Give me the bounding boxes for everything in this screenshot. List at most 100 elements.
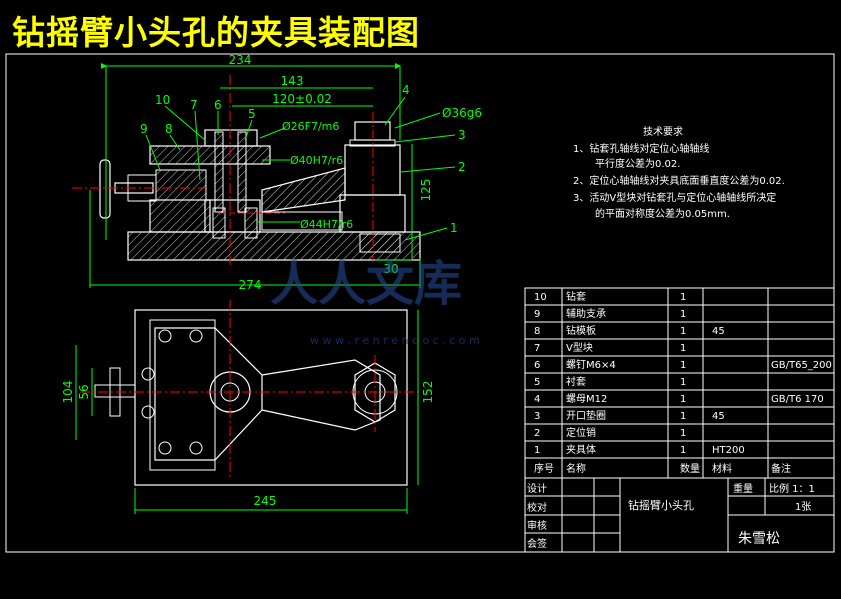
pin-wall-left <box>212 207 226 239</box>
callout-10: 10 <box>155 93 170 107</box>
front-view: 234 143 120±0.02 274 125 30 Ø36g6 Ø26F7/… <box>72 53 482 292</box>
bom-cell-no: 6 <box>534 360 540 371</box>
bom-cell-note: GB/T65_200 <box>771 360 832 371</box>
bom-header-no: 序号 <box>534 462 554 475</box>
watermark-url: w w w . r e n r e n d o c . c o m <box>310 334 480 347</box>
pin-wall-right <box>244 207 258 239</box>
tb-sheet: 1张 <box>795 501 811 513</box>
screw-hole-3 <box>141 367 155 381</box>
tech-line-3: 2、定位心轴轴线对夹具底面垂直度公差为0.02. <box>573 176 785 187</box>
drill-plate-section <box>149 145 271 165</box>
right-base-boss <box>339 194 406 233</box>
dim-120: 120±0.02 <box>272 92 332 106</box>
callout-1: 1 <box>450 221 458 235</box>
bom-cell-qty: 1 <box>680 309 686 320</box>
tb-scale: 比例 1：1 <box>769 482 815 495</box>
locating-pin-housing <box>204 199 261 233</box>
handle-top <box>94 384 136 398</box>
bom-header-material: 材料 <box>712 462 732 475</box>
rocker-arm-top <box>261 359 381 431</box>
dim-152: 152 <box>421 381 435 404</box>
bom-cell-no: 4 <box>534 394 540 405</box>
tech-requirements-heading: 技术要求 <box>643 127 683 138</box>
callout-7: 7 <box>190 98 198 112</box>
tb-design: 设计 <box>527 482 547 495</box>
tb-approve: 会签 <box>527 537 547 550</box>
bom-cell-material: HT200 <box>712 445 745 456</box>
drawing-title: 钻摇臂小头孔的夹具装配图 <box>12 13 420 52</box>
bom-cell-no: 8 <box>534 326 540 337</box>
dim-30: 30 <box>383 262 398 276</box>
leader-7 <box>194 110 201 181</box>
callout-5: 5 <box>248 107 256 121</box>
bom-cell-name: 螺钉M6×4 <box>566 359 616 371</box>
bom-cell-qty: 1 <box>680 394 686 405</box>
bom-cell-no: 1 <box>534 445 540 456</box>
rocker-arm-workpiece <box>261 167 346 213</box>
bom-cell-name: 螺母M12 <box>566 393 607 405</box>
bom-cell-material: 45 <box>712 411 725 422</box>
leader-phi36 <box>394 112 441 129</box>
screw-hole-5 <box>158 441 172 455</box>
bom-cell-qty: 1 <box>680 428 686 439</box>
bom-cell-no: 3 <box>534 411 540 422</box>
drill-plate-outline <box>149 319 216 471</box>
screw-hole-1 <box>158 329 172 343</box>
bom-cell-material: 45 <box>712 326 725 337</box>
dim-125: 125 <box>419 179 433 202</box>
watermark: 人人文库 w w w . r e n r e n d o c . c o m <box>270 256 480 347</box>
bom-cell-qty: 1 <box>680 292 686 303</box>
bom-cell-name: 钻套 <box>566 290 586 303</box>
tb-part-name: 钻摇臂小头孔 <box>628 498 694 512</box>
bom-cell-note: GB/T6 170 <box>771 394 824 405</box>
tech-line-4: 3、活动V型块对钻套孔与定位心轴轴线所决定 <box>573 193 777 204</box>
callout-3: 3 <box>458 128 466 142</box>
aux-support-body <box>155 169 207 201</box>
base-bolt-section <box>359 233 401 253</box>
dim-phi40: Ø40H7/r6 <box>290 154 343 167</box>
bom-header-name: 名称 <box>566 462 586 475</box>
leader-1 <box>404 227 448 241</box>
bom-cell-name: V型块 <box>566 341 593 354</box>
callout-4: 4 <box>402 83 410 97</box>
callout-2: 2 <box>458 160 466 174</box>
bom-cell-name: 辅助支承 <box>566 307 606 320</box>
bom-cell-qty: 1 <box>680 377 686 388</box>
bom-header-qty: 数量 <box>680 462 700 475</box>
screw-hole-4 <box>141 405 155 419</box>
tb-weight: 重量 <box>733 482 753 495</box>
bom-cell-qty: 1 <box>680 343 686 354</box>
dim-104: 104 <box>61 381 75 404</box>
bom-cell-no: 5 <box>534 377 540 388</box>
bom-cell-qty: 1 <box>680 411 686 422</box>
drill-bushing <box>204 129 258 147</box>
tech-line-2: 平行度公差为0.02. <box>595 159 681 170</box>
dim-234: 234 <box>229 53 252 67</box>
bom-cell-no: 9 <box>534 309 540 320</box>
leader-4 <box>384 96 406 126</box>
arm-lower <box>261 211 343 231</box>
bom-cell-name: 定位销 <box>566 426 596 439</box>
leader-phi26 <box>259 127 286 139</box>
dim-phi36: Ø36g6 <box>442 106 482 120</box>
dim-56: 56 <box>77 384 91 399</box>
bom-outline <box>524 287 835 553</box>
tb-review: 审核 <box>527 519 547 532</box>
leader-3 <box>394 134 456 143</box>
t-handle <box>99 159 111 219</box>
bom-cell-no: 2 <box>534 428 540 439</box>
dim-245: 245 <box>254 494 277 508</box>
callout-6: 6 <box>214 98 222 112</box>
bom-cell-qty: 1 <box>680 360 686 371</box>
bom-cell-name: 钻模板 <box>566 324 596 337</box>
callout-9: 9 <box>140 122 148 136</box>
leader-9 <box>145 134 161 171</box>
leader-10 <box>164 105 206 141</box>
bom-header-note: 备注 <box>771 462 791 475</box>
leader-8 <box>169 134 181 151</box>
bom-cell-name: 夹具体 <box>566 443 596 456</box>
dim-274: 274 <box>239 278 262 292</box>
screw-hole-6 <box>189 441 203 455</box>
